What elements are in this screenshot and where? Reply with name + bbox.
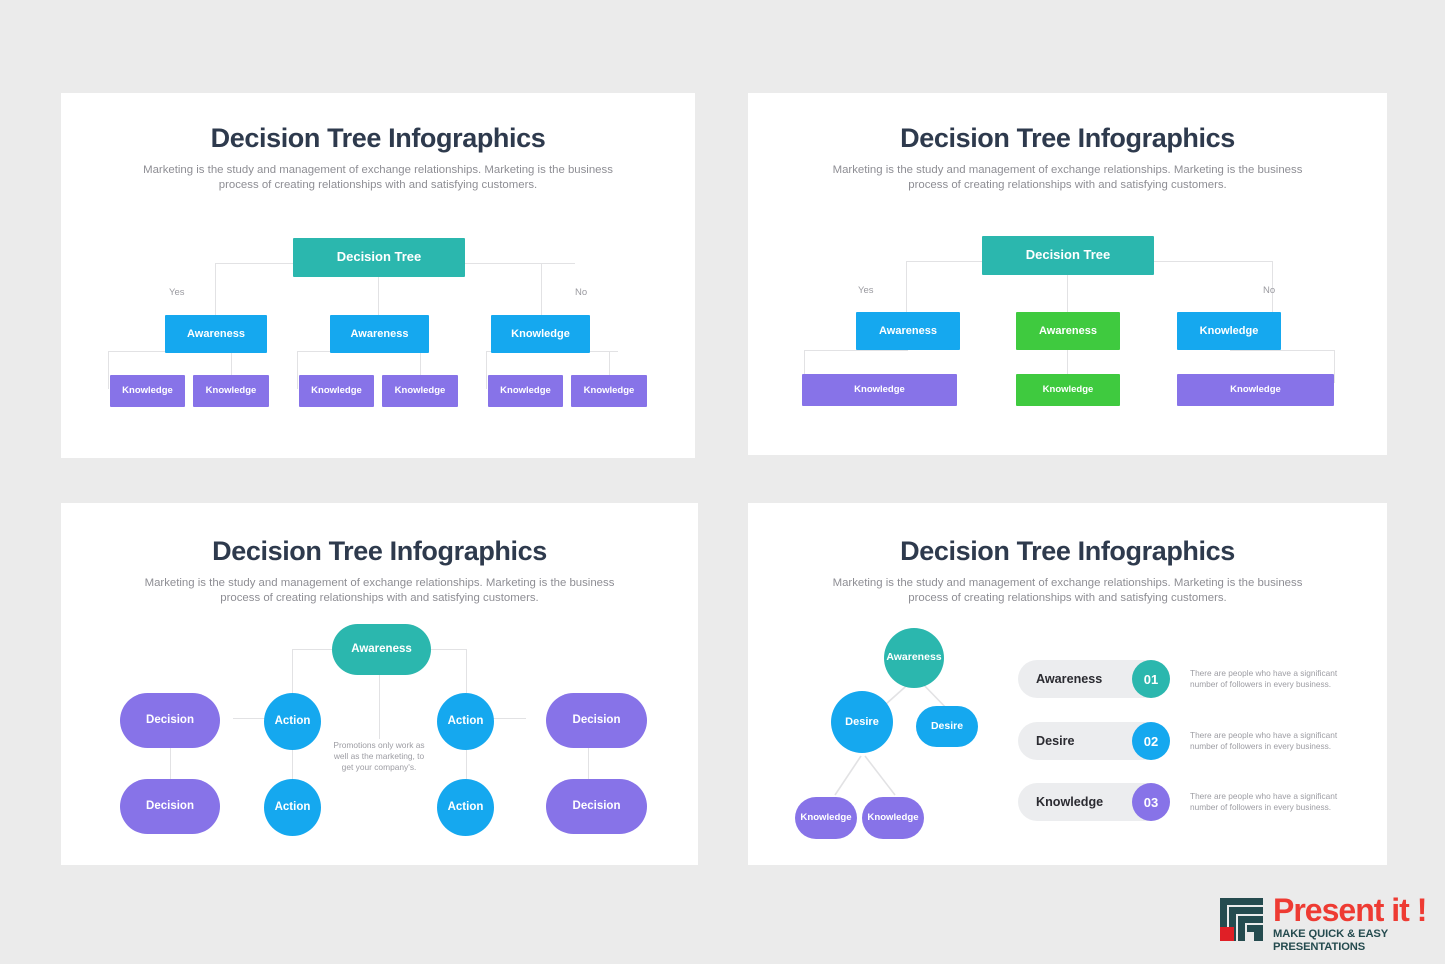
list-item-chip[interactable]: Awareness 01 bbox=[1018, 660, 1170, 698]
page-subtitle: Marketing is the study and management of… bbox=[832, 164, 1303, 191]
node-root-awareness[interactable]: Awareness bbox=[884, 628, 944, 688]
node-level3-knowledge-2[interactable]: Knowledge bbox=[1016, 374, 1120, 406]
node-level2-knowledge-3[interactable]: Knowledge bbox=[491, 315, 590, 353]
connector bbox=[588, 748, 589, 795]
connector bbox=[541, 263, 542, 318]
connector bbox=[292, 748, 293, 795]
node-level3-knowledge-2[interactable]: Knowledge bbox=[193, 375, 269, 407]
node-level3-knowledge-5[interactable]: Knowledge bbox=[488, 375, 563, 407]
page-title: Decision Tree Infographics bbox=[900, 123, 1235, 153]
page-title: Decision Tree Infographics bbox=[900, 536, 1235, 566]
brand-tagline: MAKE QUICK & EASY PRESENTATIONS bbox=[1273, 928, 1388, 953]
connector bbox=[215, 263, 216, 318]
node-knowledge-right[interactable]: Knowledge bbox=[862, 797, 924, 839]
node-decision-right-bottom[interactable]: Decision bbox=[546, 779, 647, 834]
connector bbox=[906, 261, 907, 313]
connector bbox=[108, 351, 109, 389]
connector bbox=[378, 271, 379, 318]
slide-panel-4: Decision Tree Infographics Marketing is … bbox=[748, 503, 1387, 865]
node-action-right-bottom[interactable]: Action bbox=[437, 779, 494, 836]
connector bbox=[297, 351, 298, 389]
connector bbox=[466, 649, 467, 693]
node-level3-knowledge-4[interactable]: Knowledge bbox=[382, 375, 458, 407]
node-desire-right[interactable]: Desire bbox=[916, 706, 978, 747]
list-item-description: There are people who have a significant … bbox=[1190, 790, 1338, 812]
list-item[interactable]: Knowledge 03 There are people who have a… bbox=[1018, 783, 1350, 821]
node-knowledge-left[interactable]: Knowledge bbox=[795, 797, 857, 839]
node-root-decision-tree[interactable]: Decision Tree bbox=[982, 236, 1154, 275]
node-decision-left-top[interactable]: Decision bbox=[120, 693, 220, 748]
page-title: Decision Tree Infographics bbox=[210, 123, 546, 153]
connector bbox=[466, 718, 526, 719]
brand-logo-text: Present it ! MAKE QUICK & EASY PRESENTAT… bbox=[1273, 893, 1440, 954]
connector bbox=[233, 718, 293, 719]
page-subtitle: Marketing is the study and management of… bbox=[144, 577, 615, 604]
list-item-number-badge: 02 bbox=[1132, 722, 1170, 760]
node-action-left-bottom[interactable]: Action bbox=[264, 779, 321, 836]
node-action-right-top[interactable]: Action bbox=[437, 693, 494, 750]
list-item-label: Desire bbox=[1036, 734, 1075, 748]
slide-panel-3: Decision Tree Infographics Marketing is … bbox=[61, 503, 698, 865]
node-desire-left[interactable]: Desire bbox=[831, 691, 893, 753]
node-level3-knowledge-1[interactable]: Knowledge bbox=[802, 374, 957, 406]
list-item[interactable]: Desire 02 There are people who have a si… bbox=[1018, 722, 1350, 760]
branch-label-yes: Yes bbox=[858, 285, 874, 296]
node-level2-awareness-2[interactable]: Awareness bbox=[1016, 312, 1120, 350]
page-subtitle: Marketing is the study and management of… bbox=[832, 577, 1303, 604]
slide-panel-2: Decision Tree Infographics Marketing is … bbox=[748, 93, 1387, 455]
connector bbox=[231, 351, 232, 389]
brand-name: Present it ! bbox=[1273, 892, 1427, 928]
page-subtitle: Marketing is the study and management of… bbox=[143, 164, 613, 191]
list-item-description: There are people who have a significant … bbox=[1190, 667, 1338, 689]
connector bbox=[1334, 350, 1335, 383]
node-root-awareness[interactable]: Awareness bbox=[332, 624, 431, 675]
node-action-left-top[interactable]: Action bbox=[264, 693, 321, 750]
node-level2-awareness-2[interactable]: Awareness bbox=[330, 315, 429, 353]
connector bbox=[1230, 350, 1334, 351]
connector bbox=[170, 748, 171, 795]
branch-label-yes: Yes bbox=[169, 287, 185, 298]
connector bbox=[486, 351, 487, 389]
list-item-chip[interactable]: Knowledge 03 bbox=[1018, 783, 1170, 821]
present-it-logo-icon bbox=[1220, 898, 1263, 941]
list-item-label: Awareness bbox=[1036, 672, 1103, 686]
connector bbox=[1272, 261, 1273, 313]
slide-panel-1: Decision Tree Infographics Marketing is … bbox=[61, 93, 695, 458]
node-level2-knowledge-3[interactable]: Knowledge bbox=[1177, 312, 1281, 350]
list-item-label: Knowledge bbox=[1036, 795, 1104, 809]
connector bbox=[804, 350, 805, 383]
connector bbox=[1067, 270, 1068, 313]
connector bbox=[1067, 350, 1068, 383]
node-level2-awareness-1[interactable]: Awareness bbox=[165, 315, 267, 353]
connector bbox=[420, 351, 421, 389]
connector bbox=[466, 748, 467, 795]
list-item-number-badge: 03 bbox=[1132, 783, 1170, 821]
brand-logo: Present it ! MAKE QUICK & EASY PRESENTAT… bbox=[1218, 893, 1440, 953]
node-level3-knowledge-3[interactable]: Knowledge bbox=[299, 375, 374, 407]
connector bbox=[804, 350, 908, 351]
list-item-chip[interactable]: Desire 02 bbox=[1018, 722, 1170, 760]
node-level3-knowledge-6[interactable]: Knowledge bbox=[571, 375, 647, 407]
branch-label-no: No bbox=[1263, 285, 1276, 296]
node-level2-awareness-1[interactable]: Awareness bbox=[856, 312, 960, 350]
branch-label-no: No bbox=[575, 287, 588, 298]
list-item-description: There are people who have a significant … bbox=[1190, 729, 1338, 751]
node-decision-left-bottom[interactable]: Decision bbox=[120, 779, 220, 834]
connector bbox=[379, 675, 380, 739]
connector bbox=[292, 649, 293, 693]
list-item[interactable]: Awareness 01 There are people who have a… bbox=[1018, 660, 1350, 698]
center-note: Promotions only work as well as the mark… bbox=[333, 740, 425, 772]
connector bbox=[609, 351, 610, 389]
node-level3-knowledge-3[interactable]: Knowledge bbox=[1177, 374, 1334, 406]
node-level3-knowledge-1[interactable]: Knowledge bbox=[110, 375, 185, 407]
node-root-decision-tree[interactable]: Decision Tree bbox=[293, 238, 465, 277]
list-item-number-badge: 01 bbox=[1132, 660, 1170, 698]
page-title: Decision Tree Infographics bbox=[212, 536, 547, 566]
node-decision-right-top[interactable]: Decision bbox=[546, 693, 647, 748]
